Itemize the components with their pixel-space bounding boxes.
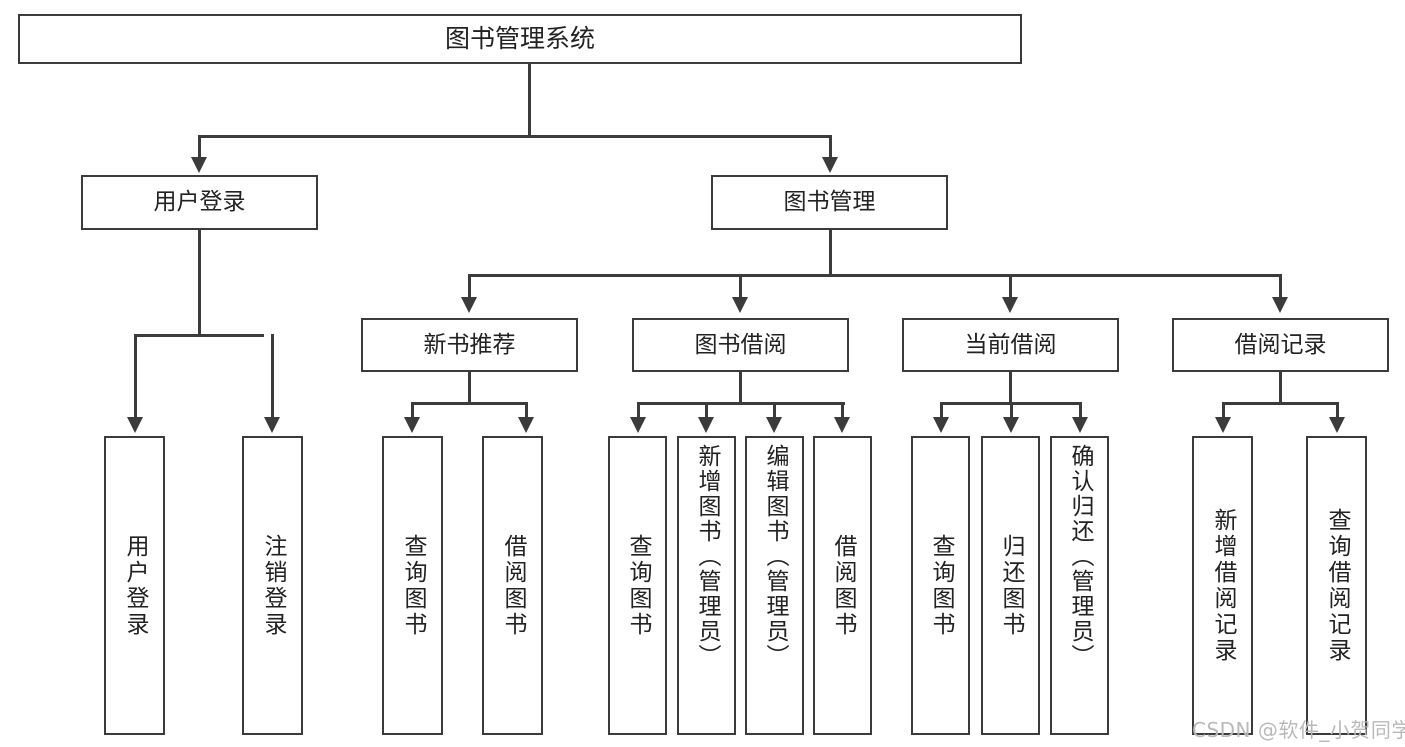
- connector-current-borrow-stem: [1009, 372, 1012, 404]
- leaf-book-borrow-add-book[interactable]: 新增图书（管理员）: [677, 436, 736, 735]
- arrow-to-book-manage: [822, 157, 838, 173]
- connector-root-stem: [528, 64, 531, 136]
- connector-book-manage-bus: [468, 274, 1280, 277]
- connector-borrow-record-leaf-1: [1222, 402, 1225, 418]
- connector-new-book-bus: [411, 402, 527, 405]
- leaf-label: 查询图书: [928, 533, 954, 638]
- arrow-current-borrow-leaf-1: [933, 417, 949, 433]
- arrow-to-borrow-record: [1272, 297, 1288, 313]
- leaf-label: 确认归还（管理员）: [1067, 444, 1093, 669]
- node-user-login[interactable]: 用户登录: [81, 175, 318, 230]
- arrow-new-book-leaf-2: [518, 417, 534, 433]
- arrow-borrow-record-leaf-1: [1215, 417, 1231, 433]
- connector-to-new-book: [468, 274, 471, 298]
- connector-borrow-record-leaf-2: [1336, 402, 1339, 418]
- connector-root-bus: [198, 135, 830, 138]
- node-book-borrow[interactable]: 图书借阅: [632, 318, 849, 372]
- arrow-current-borrow-leaf-3: [1072, 417, 1088, 433]
- leaf-label: 查询图书: [400, 533, 426, 638]
- leaf-current-borrow-query-book[interactable]: 查询图书: [911, 436, 970, 735]
- connector-to-book-manage: [829, 135, 832, 159]
- leaf-label: 用户登录: [122, 533, 148, 638]
- leaf-label: 查询图书: [625, 533, 651, 638]
- arrow-to-book-borrow: [732, 297, 748, 313]
- connector-user-login-leaf-1: [134, 334, 137, 418]
- connector-borrow-record-bus: [1222, 402, 1338, 405]
- arrow-user-login-leaf-1: [127, 417, 143, 433]
- csdn-watermark: CSDN @软件_小贺同学: [1192, 718, 1405, 742]
- connector-book-borrow-leaf-1: [637, 402, 640, 418]
- leaf-user-login-logout[interactable]: 注销登录: [242, 436, 303, 735]
- arrow-user-login-leaf-2: [264, 417, 280, 433]
- connector-to-borrow-record: [1279, 274, 1282, 298]
- leaf-label: 查询借阅记录: [1324, 507, 1350, 664]
- connector-current-borrow-leaf-1: [940, 402, 943, 418]
- node-root-system[interactable]: 图书管理系统: [18, 14, 1022, 64]
- leaf-book-borrow-borrow-book[interactable]: 借阅图书: [813, 436, 872, 735]
- connector-book-manage-stem: [829, 230, 832, 276]
- leaf-label: 归还图书: [998, 533, 1024, 638]
- arrow-book-borrow-leaf-3: [766, 417, 782, 433]
- arrow-to-new-book: [461, 297, 477, 313]
- connector-borrow-record-stem: [1279, 372, 1282, 404]
- arrow-book-borrow-leaf-2: [698, 417, 714, 433]
- leaf-new-book-query-book[interactable]: 查询图书: [382, 436, 443, 735]
- connector-book-borrow-bus: [637, 402, 845, 405]
- node-label: 图书借阅: [694, 331, 787, 358]
- leaf-current-borrow-confirm-return[interactable]: 确认归还（管理员）: [1050, 436, 1109, 735]
- leaf-borrow-record-query-record[interactable]: 查询借阅记录: [1306, 436, 1367, 735]
- connector-book-borrow-leaf-2: [705, 402, 708, 418]
- leaf-label: 借阅图书: [500, 533, 526, 638]
- arrow-to-user-login: [191, 157, 207, 173]
- node-label: 借阅记录: [1234, 331, 1327, 358]
- arrow-to-current-borrow: [1002, 297, 1018, 313]
- leaf-label: 注销登录: [260, 533, 286, 638]
- arrow-book-borrow-leaf-1: [630, 417, 646, 433]
- leaf-book-borrow-query-book[interactable]: 查询图书: [608, 436, 667, 735]
- connector-to-current-borrow: [1009, 274, 1012, 298]
- node-label: 用户登录: [153, 189, 246, 216]
- node-new-book-recommend[interactable]: 新书推荐: [361, 318, 578, 372]
- arrow-current-borrow-leaf-2: [1003, 417, 1019, 433]
- connector-new-book-stem: [468, 372, 471, 404]
- connector-user-login-bus: [134, 334, 264, 337]
- connector-to-book-borrow: [739, 274, 742, 298]
- leaf-borrow-record-add-record[interactable]: 新增借阅记录: [1192, 436, 1253, 735]
- leaf-book-borrow-edit-book[interactable]: 编辑图书（管理员）: [745, 436, 804, 735]
- node-borrow-record[interactable]: 借阅记录: [1172, 318, 1389, 372]
- leaf-user-login-login[interactable]: 用户登录: [104, 436, 165, 735]
- connector-book-borrow-leaf-4: [841, 402, 844, 418]
- leaf-current-borrow-return-book[interactable]: 归还图书: [981, 436, 1040, 735]
- connector-user-login-leaf-2: [271, 334, 274, 418]
- connector-new-book-leaf-1: [411, 402, 414, 418]
- node-label: 当前借阅: [964, 331, 1057, 358]
- connector-user-login-stem: [198, 230, 201, 336]
- connector-new-book-leaf-2: [525, 402, 528, 418]
- leaf-label: 编辑图书（管理员）: [762, 444, 788, 669]
- connector-to-user-login: [198, 135, 201, 159]
- leaf-new-book-borrow-book[interactable]: 借阅图书: [482, 436, 543, 735]
- arrow-book-borrow-leaf-4: [834, 417, 850, 433]
- node-book-manage[interactable]: 图书管理: [711, 175, 948, 230]
- leaf-label: 新增图书（管理员）: [694, 444, 720, 669]
- arrow-new-book-leaf-1: [404, 417, 420, 433]
- node-label: 图书管理: [783, 189, 876, 216]
- connector-book-borrow-leaf-3: [773, 402, 776, 418]
- connector-book-borrow-stem: [739, 372, 742, 404]
- node-label: 新书推荐: [423, 331, 516, 358]
- leaf-label: 新增借阅记录: [1210, 507, 1236, 664]
- arrow-borrow-record-leaf-2: [1329, 417, 1345, 433]
- node-label: 图书管理系统: [444, 23, 595, 53]
- node-current-borrow[interactable]: 当前借阅: [902, 318, 1119, 372]
- connector-current-borrow-leaf-3: [1079, 402, 1082, 418]
- leaf-label: 借阅图书: [830, 533, 856, 638]
- connector-current-borrow-leaf-2: [1010, 402, 1013, 418]
